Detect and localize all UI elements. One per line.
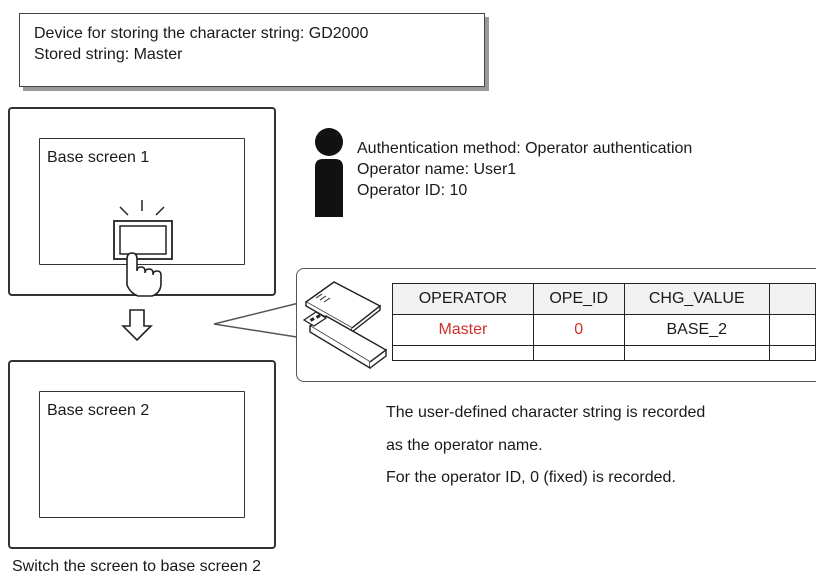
operator-id-text: Operator ID: 10	[357, 182, 468, 199]
col-ope-id-header: OPE_ID	[532, 283, 625, 315]
operation-log-table: OPERATOR OPE_ID CHG_VALUE Master 0 BASE_…	[392, 283, 816, 361]
operator-info: Authentication method: Operator authenti…	[357, 139, 692, 200]
col-extra-header	[768, 283, 816, 315]
got-panel-base-screen-1: Base screen 1	[8, 107, 276, 297]
storage-media-icon	[302, 281, 388, 370]
cell-chg-value: BASE_2	[623, 314, 770, 346]
note-line-3: For the operator ID, 0 (fixed) is record…	[386, 469, 676, 486]
stored-string-text: Stored string: Master	[34, 46, 183, 63]
cell-extra	[768, 314, 816, 346]
bottom-caption: Switch the screen to base screen 2	[12, 558, 262, 575]
note-line-2: as the operator name.	[386, 437, 543, 454]
touch-switch-icon	[113, 200, 173, 297]
col-chg-value-header: CHG_VALUE	[623, 283, 770, 315]
notes-block: The user-defined character string is rec…	[386, 403, 705, 487]
table-header-row: OPERATOR OPE_ID CHG_VALUE	[392, 283, 816, 315]
operator-name-text: Operator name: User1	[357, 161, 517, 178]
auth-method-text: Authentication method: Operator authenti…	[357, 140, 693, 157]
screen-label: Base screen 2	[47, 402, 150, 419]
screen-area	[39, 391, 245, 518]
screen-label: Base screen 1	[47, 149, 150, 166]
table-row-empty	[392, 345, 816, 361]
cell-ope-id: 0	[532, 314, 625, 346]
operator-person-icon	[315, 128, 343, 217]
cell-operator: Master	[392, 314, 534, 346]
down-arrow-icon	[121, 309, 153, 342]
storage-device-text: Device for storing the character string:…	[34, 25, 369, 42]
table-row: Master 0 BASE_2	[392, 314, 816, 346]
screen-area	[39, 138, 245, 265]
col-operator-header: OPERATOR	[392, 283, 534, 315]
got-panel-base-screen-2: Base screen 2	[8, 360, 276, 549]
storage-info-box: Device for storing the character string:…	[19, 13, 485, 87]
note-line-1: The user-defined character string is rec…	[386, 404, 706, 421]
